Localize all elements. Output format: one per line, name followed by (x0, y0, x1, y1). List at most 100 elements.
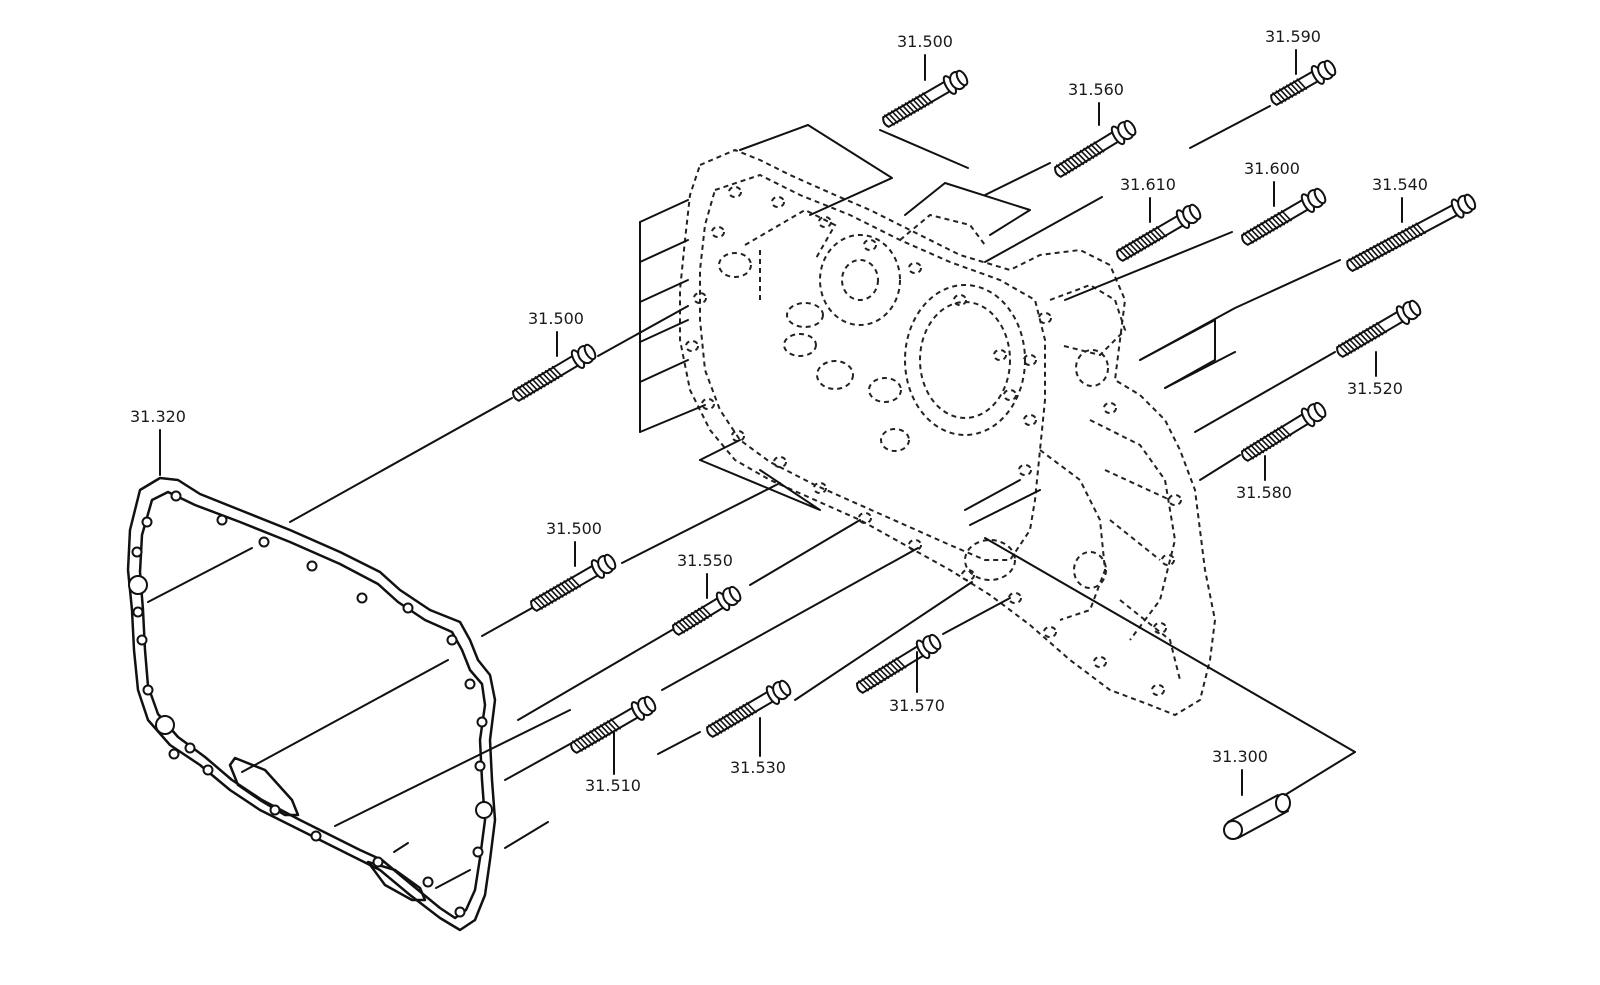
bolt-31-540 (1346, 193, 1477, 272)
housing-bolt-hole (1008, 592, 1022, 604)
bolt-shank (1346, 202, 1462, 272)
housing-bolt-hole (953, 294, 967, 306)
part-number-label: 31.590 (1265, 27, 1321, 46)
bolt-head-face (728, 585, 742, 603)
gasket-bolt-hole (472, 846, 484, 858)
bolt-threads (857, 657, 907, 692)
bolt-tip (512, 390, 520, 402)
gasket-bolt-hole (474, 760, 486, 772)
housing-bolt-hole (908, 539, 922, 551)
housing-bolt-hole (1018, 464, 1032, 476)
part-callout-p14: 31.510 (585, 731, 641, 795)
bolt-threads (1055, 141, 1105, 176)
bolt-head-face (1123, 119, 1137, 137)
gasket-large-hole (475, 801, 493, 819)
bolt-31-550 (672, 585, 742, 636)
housing-bolt-hole (993, 349, 1007, 361)
part-callout-p12: 31.550 (677, 551, 733, 599)
housing-bolt-hole (731, 430, 745, 442)
bolt-threads (1272, 78, 1308, 104)
gasket-bolt-hole (356, 592, 368, 604)
housing-bolt-hole (1103, 402, 1117, 414)
part-number-label: 31.540 (1372, 175, 1428, 194)
part-number-label: 31.580 (1236, 483, 1292, 502)
bolt-tip (1346, 260, 1354, 272)
part-callout-p10: 31.320 (130, 407, 186, 476)
bolt-head-face (778, 679, 792, 697)
bolt-31-500-top (882, 69, 969, 128)
part-number-label: 31.500 (528, 309, 584, 328)
gasket-bolt-hole (216, 514, 228, 526)
dowel-pin-31-300 (1223, 793, 1291, 840)
part-callout-p1: 31.500 (897, 32, 953, 81)
bolt-head-face (1408, 299, 1422, 317)
gasket-bolt-hole (132, 606, 144, 618)
bolt-threads (673, 605, 713, 634)
housing-bolt-hole (1023, 354, 1037, 366)
assembly-bracket-lines (639, 124, 1216, 511)
part-number-label: 31.500 (897, 32, 953, 51)
part-number-label: 31.550 (677, 551, 733, 570)
bolt-tip (1116, 250, 1124, 262)
gasket-large-hole (155, 715, 175, 735)
bolt-31-500-left (512, 343, 597, 402)
gasket-bolt-hole (141, 516, 153, 528)
housing-bolt-hole (863, 239, 877, 251)
part-callout-p8: 31.520 (1347, 351, 1403, 398)
bolt-tip (1336, 346, 1344, 358)
bolt-threads (532, 576, 581, 610)
housing-bolt-hole (685, 340, 699, 352)
gasket-bolt-hole (269, 804, 281, 816)
part-callout-p6: 31.540 (1372, 175, 1428, 223)
part-callout-p5: 31.600 (1244, 159, 1300, 207)
bolt-head-face (603, 553, 617, 571)
housing-bolt-hole (728, 186, 742, 198)
part-number-label: 31.510 (585, 776, 641, 795)
bolt-31-520 (1336, 299, 1422, 358)
bolt-31-500-mid (530, 553, 617, 612)
housing-bolt-hole (1038, 312, 1052, 324)
part-callout-p11: 31.500 (546, 519, 602, 567)
gasket-bolt-hole (476, 716, 488, 728)
housing-bolt-hole (771, 196, 785, 208)
bolt-threads (1348, 222, 1426, 270)
gasket-bolt-hole (310, 830, 322, 842)
housing-bolt-hole (908, 262, 922, 274)
bolt-tip (1054, 166, 1062, 178)
part-number-label: 31.600 (1244, 159, 1300, 178)
bolt-threads (884, 92, 933, 126)
housing-bolt-hole (1151, 684, 1165, 696)
gasket-bolt-hole (422, 876, 434, 888)
part-number-label: 31.570 (889, 696, 945, 715)
bolt-head-face (1313, 187, 1327, 205)
housing-bolt-hole (711, 226, 725, 238)
gasket-bolt-hole (136, 634, 148, 646)
housing-bolt-hole (701, 398, 715, 410)
part-callout-p7: 31.500 (528, 309, 584, 357)
gasket-bolt-hole (446, 634, 458, 646)
gasket-bolt-hole (131, 546, 143, 558)
bolt-tip (1241, 450, 1249, 462)
bolt-31-570 (856, 633, 942, 694)
gasket-bolt-hole (142, 684, 154, 696)
bolt-head-face (955, 69, 969, 87)
bolt-31-600 (1241, 187, 1327, 246)
bolt-tip (530, 600, 538, 612)
gasket-bolt-hole (306, 560, 318, 572)
bolt-head-face (1313, 401, 1327, 419)
bolt-head-face (1323, 59, 1337, 77)
gasket-bolt-hole (202, 764, 214, 776)
part-callout-p4: 31.610 (1120, 175, 1176, 223)
part-number-label: 31.320 (130, 407, 186, 426)
housing-cover (679, 148, 1217, 717)
bolt-threads (514, 365, 563, 400)
part-callout-p15: 31.530 (730, 717, 786, 777)
bolt-tip (1241, 234, 1249, 246)
housing-bolt-hole (773, 456, 787, 468)
gasket-bolt-hole (402, 602, 414, 614)
housing-bolt-hole (813, 482, 827, 494)
part-number-label: 31.500 (546, 519, 602, 538)
housing-bolt-hole (1161, 554, 1175, 566)
